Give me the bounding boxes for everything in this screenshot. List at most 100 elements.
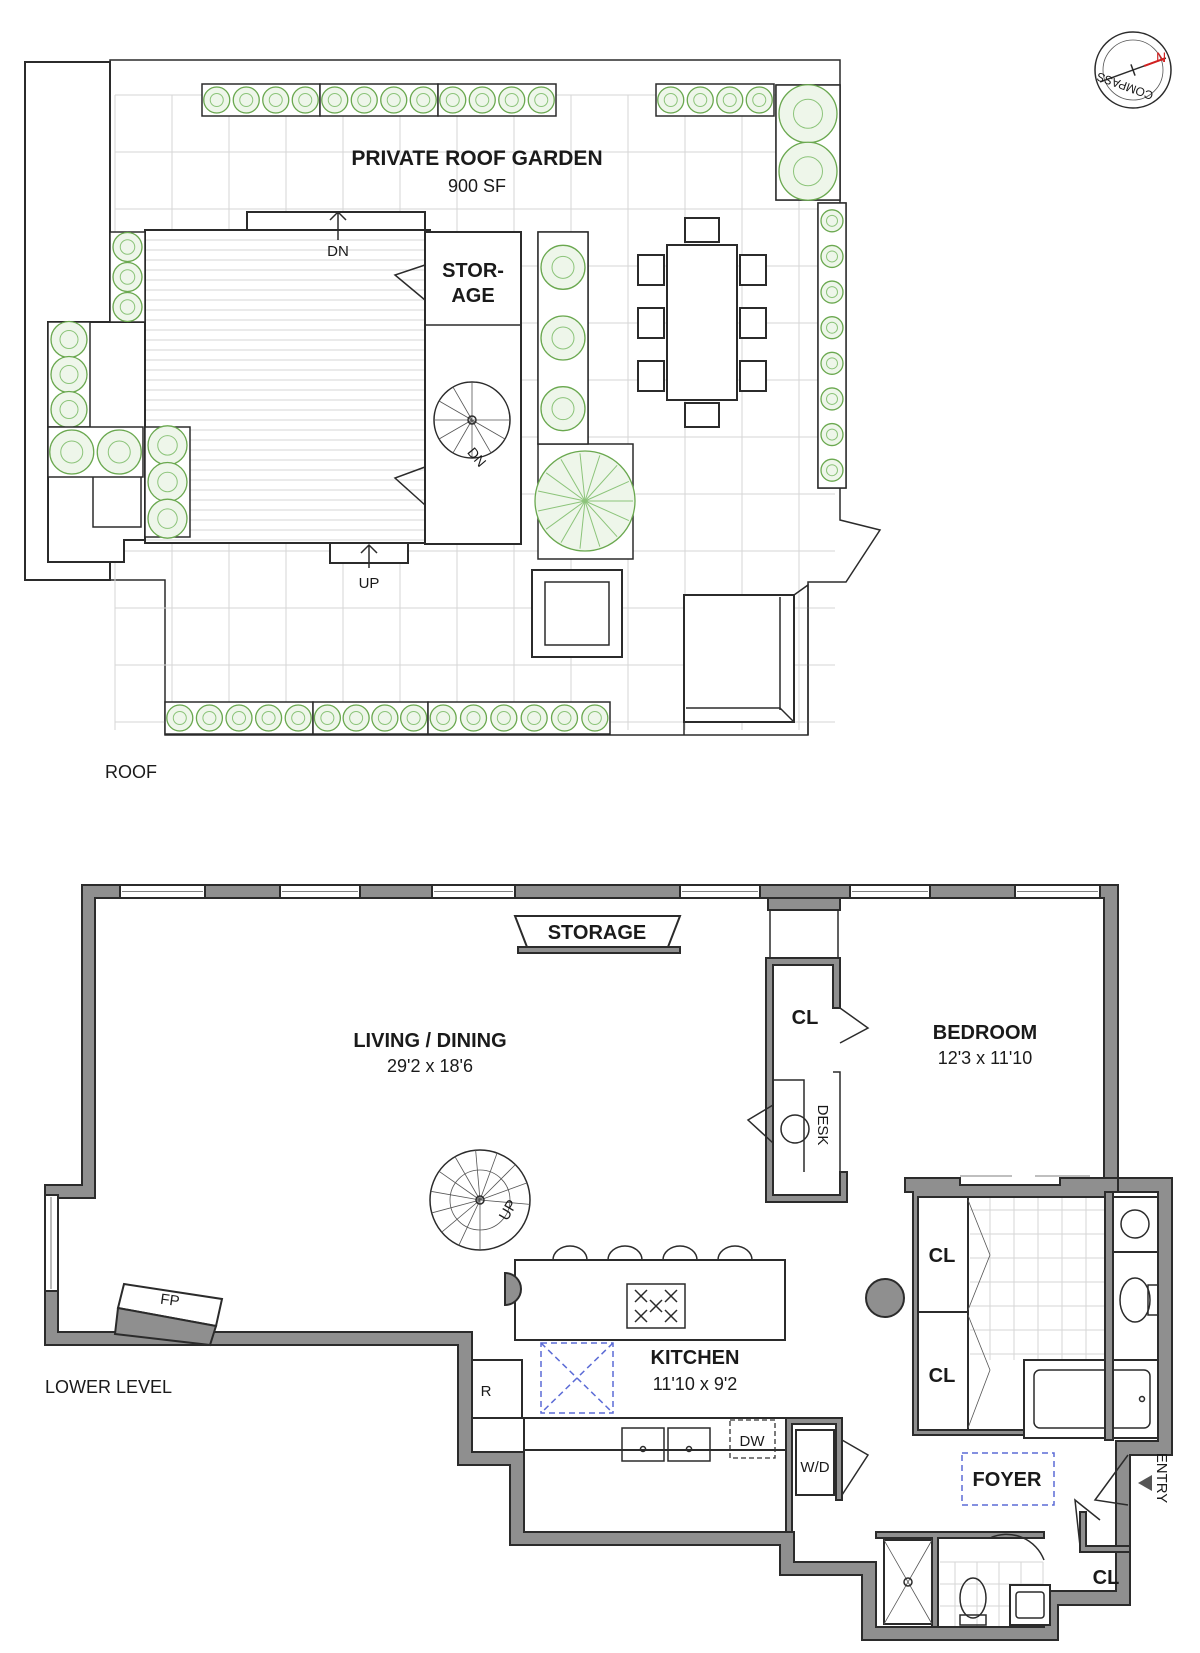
foyer-label: FOYER — [973, 1469, 1042, 1491]
storage-label: STORAGE — [548, 922, 647, 944]
tree-branch — [584, 500, 601, 547]
roof-storage-label-2: AGE — [451, 285, 494, 307]
shrub-inner — [349, 711, 364, 725]
stair-tread — [441, 1199, 481, 1233]
refrigerator-label: R — [481, 1383, 492, 1400]
shrub — [716, 86, 744, 114]
shrub — [50, 355, 88, 394]
shrub-inner — [416, 93, 431, 107]
shrub-inner — [551, 397, 575, 421]
cooktop-burners — [634, 1289, 678, 1323]
roof-tree-branches — [537, 453, 633, 549]
tree-branch — [584, 500, 630, 521]
roof-lounge-bench — [683, 594, 795, 723]
shrub-inner — [59, 365, 79, 384]
shrub-inner — [386, 93, 401, 107]
stool — [662, 1245, 698, 1261]
chair — [684, 402, 720, 428]
shrub-inner — [466, 711, 481, 725]
shrub-inner — [551, 255, 575, 279]
compass: N COMPASS — [1094, 31, 1172, 109]
shrub-inner — [406, 711, 421, 725]
shrub-inner — [202, 711, 217, 725]
shrub-inner — [587, 711, 602, 725]
stair-tread — [454, 1156, 481, 1201]
shrub — [778, 84, 838, 144]
lower-stair-up-label: UP — [496, 1197, 521, 1224]
bath-closet-2-label: CL — [929, 1365, 956, 1387]
shrub-inner — [119, 299, 136, 315]
bath-closet-2 — [917, 1311, 969, 1431]
shrub-inner — [268, 93, 283, 107]
chair — [637, 360, 665, 392]
shrub-inner — [534, 93, 549, 107]
lower-level-plan: STORAGE CL DESK LIVING / DINING 29'2 x 1… — [44, 884, 1173, 1641]
shrub-inner — [298, 93, 313, 107]
shrub-inner — [261, 711, 276, 725]
shrub — [820, 316, 844, 340]
shrub — [50, 320, 88, 359]
shrub-inner — [157, 508, 178, 529]
shrub — [399, 704, 428, 732]
shrub — [820, 351, 844, 375]
stair-tread — [452, 419, 473, 454]
bath-vanity — [1111, 1196, 1159, 1253]
shrub-inner — [445, 93, 460, 107]
stair-tread — [430, 1190, 481, 1201]
shrub — [195, 704, 224, 732]
shrub — [778, 141, 838, 201]
burner — [634, 1289, 648, 1303]
roof-square-planter-outer — [531, 569, 623, 658]
shrub-inner — [826, 286, 838, 299]
stair-tread — [438, 419, 473, 440]
roof-square-planter-inner — [544, 581, 610, 646]
stair-inner — [449, 1169, 511, 1231]
washer-dryer — [795, 1429, 835, 1496]
shrub — [820, 244, 844, 269]
tree-branch — [545, 500, 586, 530]
chair — [739, 254, 767, 286]
entry-label: ENTRY — [1153, 1453, 1170, 1504]
bath-closet-1-label: CL — [929, 1245, 956, 1267]
shrub — [147, 461, 188, 503]
roof-dining-table — [666, 244, 738, 401]
roof-up-label: UP — [359, 575, 380, 592]
roof-level-label: ROOF — [105, 762, 157, 782]
shrub-inner — [663, 93, 678, 107]
tree-branch — [584, 500, 618, 538]
shrub-inner — [436, 711, 451, 725]
shrub — [313, 704, 342, 732]
shrub — [232, 86, 260, 114]
shrub-inner — [475, 93, 490, 107]
entry-door — [1093, 1454, 1129, 1506]
shrub — [350, 86, 378, 114]
shrub — [321, 86, 349, 114]
shrub — [686, 86, 714, 114]
shrub — [468, 86, 496, 114]
bedroom-title: BEDROOM — [933, 1022, 1037, 1044]
shrub-inner — [157, 435, 178, 456]
tree-branch — [584, 455, 601, 502]
shrub — [490, 704, 518, 732]
closet-top-label: CL — [792, 1007, 819, 1029]
shrub-inner — [172, 711, 187, 725]
shrub-inner — [693, 93, 708, 107]
stool — [717, 1245, 753, 1261]
shrub — [550, 704, 579, 732]
shrub — [284, 704, 312, 732]
shrub-inner — [551, 326, 575, 350]
stool — [552, 1245, 588, 1261]
shrub — [166, 704, 194, 732]
sink-2 — [667, 1427, 711, 1462]
shrub-inner — [107, 440, 131, 464]
shrub-inner — [826, 250, 838, 263]
shrub — [254, 704, 283, 732]
shrub-inner — [119, 239, 136, 255]
lower-bath-toilet — [959, 1577, 987, 1619]
cooktop — [626, 1283, 686, 1329]
living-dim: 29'2 x 18'6 — [387, 1056, 473, 1076]
stair-tread — [479, 1182, 528, 1201]
planter-box — [427, 701, 611, 735]
entry-arrow — [1138, 1475, 1152, 1491]
shrub-inner — [826, 357, 838, 370]
